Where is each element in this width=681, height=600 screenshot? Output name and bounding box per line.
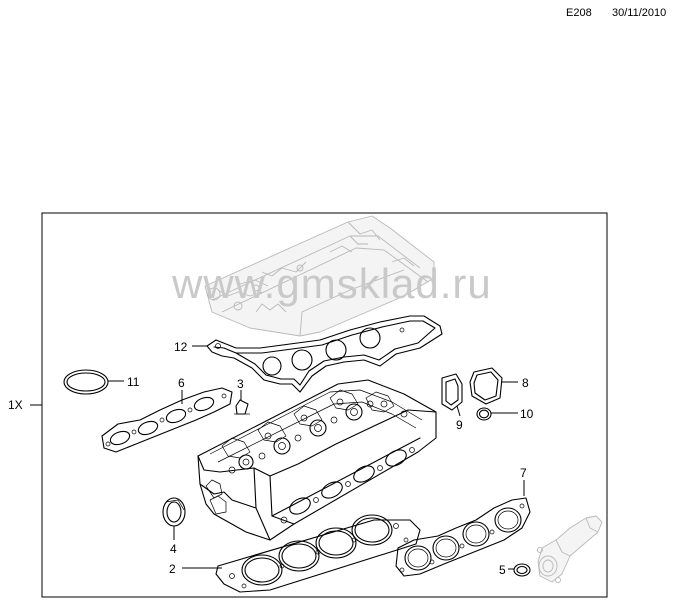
thermostat-gasket-small xyxy=(441,373,463,411)
intake-manifold-gasket xyxy=(101,387,233,453)
watermark: www.gmsklad.ru xyxy=(171,260,492,307)
page-header: E208 30/11/2010 xyxy=(0,0,681,40)
o-ring-small-lower xyxy=(513,563,531,577)
callout-3: 3 xyxy=(237,377,244,391)
cam-cover-gasket xyxy=(206,315,443,393)
callout-2: 2 xyxy=(169,562,176,576)
camshaft-cover-ghost xyxy=(204,215,435,337)
diagram-code: E208 xyxy=(566,7,592,19)
callout-12: 12 xyxy=(174,340,188,354)
callout-9: 9 xyxy=(456,418,463,432)
callout-10: 10 xyxy=(520,407,534,421)
leader-9 xyxy=(456,405,461,417)
housing-gasket xyxy=(469,367,503,405)
coolant-pipe-ghost xyxy=(537,515,603,583)
camshaft-seal xyxy=(162,497,186,527)
callout-8: 8 xyxy=(522,376,529,390)
callout-7: 7 xyxy=(520,466,527,480)
diagram-date: 30/11/2010 xyxy=(612,7,667,19)
o-ring-small-upper xyxy=(476,407,492,421)
callout-1x: 1X xyxy=(8,398,23,412)
head-gasket xyxy=(215,514,421,593)
valve-stem-seal xyxy=(234,399,250,415)
callout-6: 6 xyxy=(178,376,185,390)
callout-4: 4 xyxy=(170,542,177,556)
callout-11: 11 xyxy=(127,375,140,389)
exhaust-manifold-gasket xyxy=(395,497,531,577)
callout-5: 5 xyxy=(499,563,506,577)
cylinder-head xyxy=(197,379,437,541)
o-ring-large xyxy=(63,369,109,395)
